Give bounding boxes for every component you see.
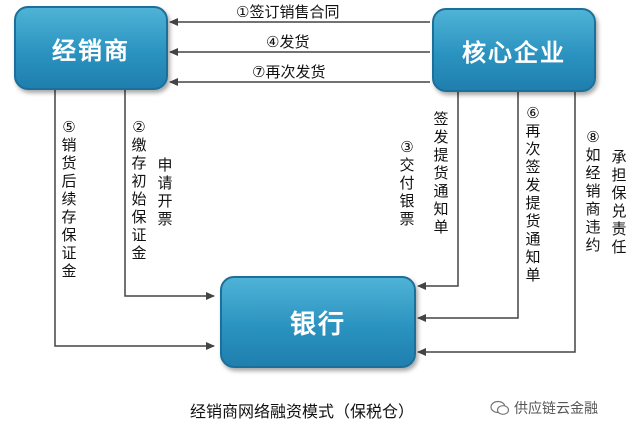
edge-label-guarantee: 承 担 保 兑 责 任 [611, 148, 627, 256]
edge-label-ship: ④发货 [266, 33, 310, 51]
edge-label-initial-deposit: ② 缴 存 初 始 保 证 金 [131, 118, 147, 262]
arrow-issue-notice [417, 90, 459, 290]
arrow-deposit-after-sale [54, 88, 215, 350]
arrow-guarantee [417, 90, 576, 356]
bank-label: 银行 [289, 309, 346, 340]
wechat-icon [490, 400, 510, 415]
edge-label-apply-bill: 申 请 开 票 [157, 156, 173, 228]
edge-label-reissue-notice: ⑥ 再 次 签 发 提 货 通 知 单 [525, 104, 541, 284]
bank-node: 银行 [220, 276, 416, 368]
edge-label-if-default: ⑧ 如 经 销 商 违 约 [585, 128, 601, 254]
edge-label-issue-notice: 签 发 提 货 通 知 单 [433, 110, 449, 236]
edge-label-deliver-bill: ③ 交 付 银 票 [399, 138, 415, 228]
arrow-reissue-notice [417, 90, 519, 322]
edge-label-contract: ①签订销售合同 [236, 3, 340, 21]
dealer-node: 经销商 [14, 6, 168, 90]
edge-label-reship: ⑦再次发货 [252, 63, 326, 81]
edge-label-deposit-after-sale: ⑤ 销 货 后 续 存 保 证 金 [61, 118, 77, 280]
watermark: 供应链云金融 [490, 398, 598, 418]
dealer-label: 经销商 [52, 36, 130, 65]
core-enterprise-node: 核心企业 [432, 8, 596, 92]
arrow-initial-deposit [124, 88, 215, 300]
core-enterprise-label: 核心企业 [462, 38, 566, 67]
watermark-text: 供应链云金融 [514, 401, 598, 417]
diagram-caption: 经销商网络融资模式（保税仓） [190, 402, 415, 421]
